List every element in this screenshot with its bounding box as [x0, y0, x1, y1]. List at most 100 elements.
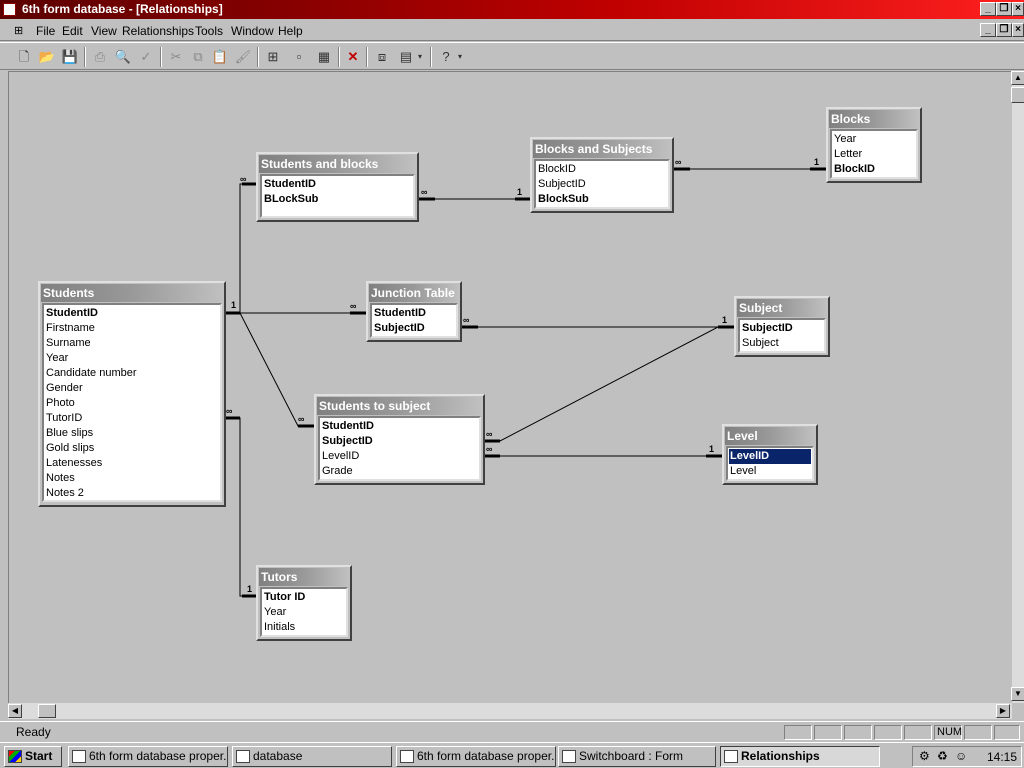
field-item[interactable]: SubjectID — [742, 322, 793, 334]
scroll-right-icon[interactable]: ▶ — [996, 704, 1010, 718]
new-object-dropdown-icon[interactable]: ▾ — [417, 52, 422, 61]
field-item[interactable]: Year — [834, 133, 857, 145]
field-item[interactable]: BlockSub — [538, 193, 589, 205]
table-title[interactable]: Blocks — [829, 110, 919, 128]
table-title[interactable]: Level — [725, 427, 815, 445]
field-item[interactable]: Firstname — [46, 322, 95, 334]
field-item[interactable]: Notes — [46, 472, 75, 484]
table-title[interactable]: Students — [41, 284, 223, 302]
delete-icon[interactable]: ✕ — [347, 49, 359, 64]
table-level[interactable]: Level LevelID Level — [722, 424, 818, 485]
taskbar-button[interactable]: 6th form database proper... — [396, 746, 556, 767]
cut-icon[interactable]: ✂ — [170, 49, 182, 64]
table-subject[interactable]: Subject SubjectID Subject — [734, 296, 830, 357]
field-item[interactable]: Surname — [46, 337, 91, 349]
field-item-selected[interactable]: LevelID — [729, 449, 811, 464]
menu-file[interactable]: File — [36, 24, 56, 38]
relationships-doc-icon[interactable]: ⊞ — [14, 25, 24, 37]
field-item[interactable]: Latenesses — [46, 457, 103, 469]
taskbar-button[interactable]: 6th form database proper... — [68, 746, 228, 767]
field-item[interactable]: Year — [264, 606, 287, 618]
field-item[interactable]: Gold slips — [46, 442, 95, 454]
help-dropdown-icon[interactable]: ▾ — [457, 52, 462, 61]
menu-window[interactable]: Window — [231, 24, 274, 38]
new-object-icon[interactable]: ▤ — [399, 49, 413, 64]
field-item[interactable]: Blue slips — [46, 427, 94, 439]
access-app-icon[interactable] — [3, 3, 16, 16]
field-item[interactable]: SubjectID — [322, 435, 373, 447]
help-icon[interactable]: ? — [442, 49, 450, 64]
doc-minimize-button[interactable]: _ — [980, 23, 996, 37]
field-item[interactable]: Subject — [742, 337, 779, 349]
field-item[interactable]: Gender — [46, 382, 83, 394]
start-button[interactable]: Start — [4, 746, 62, 767]
format-painter-icon[interactable]: 🖌 — [234, 49, 252, 64]
show-direct-icon[interactable]: ▫ — [296, 49, 302, 64]
show-all-icon[interactable]: ▦ — [317, 49, 331, 64]
field-item[interactable]: Year — [46, 352, 69, 364]
taskbar-button-active[interactable]: Relationships — [720, 746, 880, 767]
table-students[interactable]: Students StudentID Firstname Surname Yea… — [38, 281, 226, 507]
field-item[interactable]: StudentID — [264, 178, 316, 190]
field-item[interactable]: Level — [730, 465, 757, 477]
field-item[interactable]: StudentID — [374, 307, 426, 319]
field-item[interactable]: Letter — [834, 148, 863, 160]
field-item[interactable]: TutorID — [46, 412, 83, 424]
vertical-scrollbar[interactable]: ▲ ▼ — [1011, 71, 1024, 703]
field-item[interactable]: BlockID — [538, 163, 576, 175]
table-title[interactable]: Students and blocks — [259, 155, 416, 173]
menu-relationships[interactable]: Relationships — [122, 24, 195, 38]
field-item[interactable]: Photo — [46, 397, 75, 409]
field-item[interactable]: Tutor ID — [264, 591, 306, 603]
menu-tools[interactable]: Tools — [195, 24, 224, 38]
menu-edit[interactable]: Edit — [62, 24, 83, 38]
field-item[interactable]: SubjectID — [374, 322, 425, 334]
scroll-down-icon[interactable]: ▼ — [1011, 687, 1024, 701]
table-tutors[interactable]: Tutors Tutor ID Year Initials — [256, 565, 352, 641]
tray-icon[interactable]: ⚙ — [919, 749, 930, 763]
table-blocks[interactable]: Blocks Year Letter BlockID — [826, 107, 922, 183]
field-item[interactable]: StudentID — [46, 307, 98, 319]
menu-view[interactable]: View — [91, 24, 117, 38]
table-students-and-blocks[interactable]: Students and blocks StudentID BLockSub — [256, 152, 419, 222]
tray-icon[interactable]: ♻ — [937, 749, 948, 763]
table-junction[interactable]: Junction Table StudentID SubjectID — [366, 281, 462, 342]
scroll-up-icon[interactable]: ▲ — [1011, 71, 1024, 85]
paste-icon[interactable]: 📋 — [211, 49, 229, 64]
table-students-to-subject[interactable]: Students to subject StudentID SubjectID … — [314, 394, 485, 485]
field-item[interactable]: StudentID — [322, 420, 374, 432]
field-item[interactable]: BLockSub — [264, 193, 319, 205]
field-item[interactable]: LevelID — [322, 450, 360, 462]
scroll-left-icon[interactable]: ◀ — [8, 704, 22, 718]
spelling-icon[interactable]: ✓ — [140, 49, 152, 64]
open-icon[interactable]: 📂 — [38, 49, 56, 64]
table-title[interactable]: Subject — [737, 299, 827, 317]
field-item[interactable]: SubjectID — [538, 178, 586, 190]
table-blocks-and-subjects[interactable]: Blocks and Subjects BlockID SubjectID Bl… — [530, 137, 674, 213]
copy-icon[interactable]: ⧉ — [193, 49, 203, 64]
table-title[interactable]: Students to subject — [317, 397, 482, 415]
print-icon[interactable]: ⎙ — [94, 49, 106, 64]
field-item[interactable]: Grade — [322, 465, 353, 477]
new-icon[interactable]: 🗋 — [18, 49, 30, 64]
field-item[interactable]: Initials — [264, 621, 296, 633]
taskbar-button[interactable]: database — [232, 746, 392, 767]
close-button[interactable]: × — [1012, 2, 1024, 16]
taskbar-button[interactable]: Switchboard : Form — [558, 746, 716, 767]
field-item[interactable]: Candidate number — [46, 367, 137, 379]
show-table-icon[interactable]: ⊞ — [267, 49, 279, 64]
horizontal-scrollbar[interactable]: ◀ ▶ — [8, 703, 1012, 719]
minimize-button[interactable]: _ — [980, 2, 996, 16]
menu-help[interactable]: Help — [278, 24, 303, 38]
field-item[interactable]: Notes 2 — [46, 487, 84, 499]
field-item[interactable]: BlockID — [834, 163, 875, 175]
table-title[interactable]: Junction Table — [369, 284, 459, 302]
database-window-icon[interactable]: ⧈ — [377, 49, 387, 64]
scroll-thumb[interactable] — [1011, 87, 1024, 103]
save-icon[interactable]: 💾 — [61, 49, 79, 64]
scroll-h-thumb[interactable] — [38, 704, 56, 718]
table-title[interactable]: Blocks and Subjects — [533, 140, 671, 158]
print-preview-icon[interactable]: 🔍 — [114, 49, 132, 64]
doc-restore-button[interactable]: ❐ — [996, 23, 1012, 37]
doc-close-button[interactable]: × — [1012, 23, 1024, 37]
